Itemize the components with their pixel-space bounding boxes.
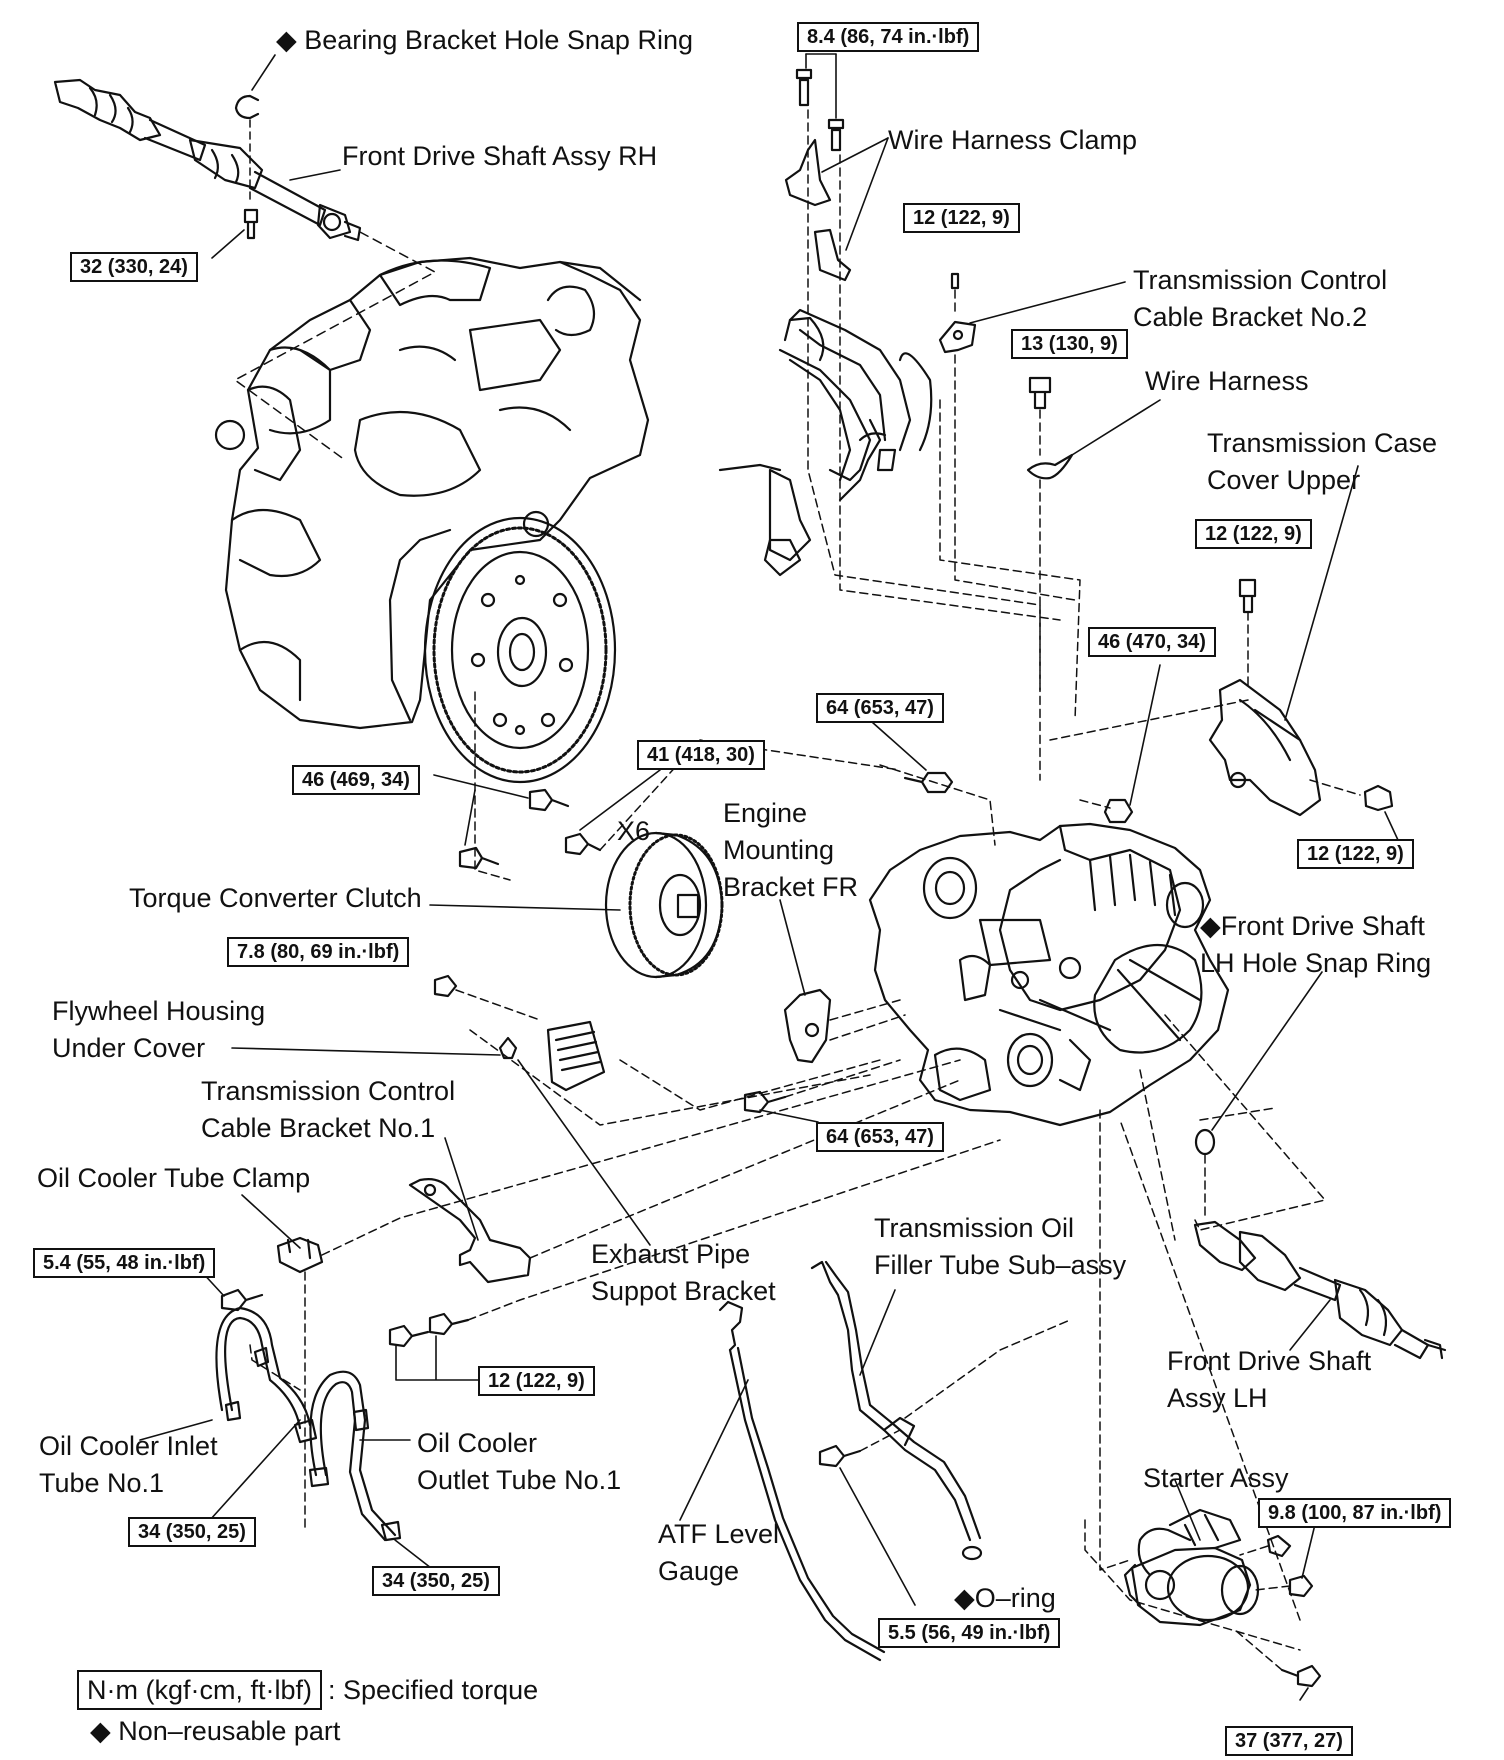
filler-tube-part [810,1260,983,1561]
torque-64-upper: 64 (653, 47) [816,693,944,723]
bolt-13-part [1026,376,1074,480]
label-exhaust-pipe-support-bracket: Exhaust Pipe Suppot Bracket [591,1239,776,1306]
torque-34-inlet: 34 (350, 25) [128,1517,256,1547]
bolt-41-part [564,832,602,856]
label-front-drive-shaft-assy-lh: Front Drive Shaft Assy LH [1167,1346,1372,1413]
torque-64-lower: 64 (653, 47) [816,1122,944,1152]
legend-unit-box: N·m (kgf·cm, ft·lbf) [77,1670,322,1710]
label-wire-harness-clamp: Wire Harness Clamp [888,125,1138,155]
engine-mounting-bracket-part [783,988,832,1064]
label-oil-cooler-inlet-tube: Oil Cooler Inlet Tube No.1 [39,1431,218,1498]
torque-8-4: 8.4 (86, 74 in.·lbf) [797,22,980,52]
torque-12-bracket-bolts: 12 (122, 9) [478,1366,595,1396]
oil-cooler-outlet-tube-part [308,1370,402,1542]
starter-assy-part [1123,1508,1260,1627]
label-bearing-bracket-snap-ring: ◆ Bearing Bracket Hole Snap Ring [276,25,693,55]
label-atf-level-gauge: ATF Level Gauge [658,1519,780,1586]
bolt-cover-part [1363,784,1394,812]
legend-torque-unit: N·m (kgf·cm, ft·lbf): Specified torque [77,1670,538,1710]
torque-12-right: 12 (122, 9) [1297,839,1414,869]
torque-converter-part [604,831,724,979]
torque-12-case-cover: 12 (122, 9) [1195,519,1312,549]
oil-cooler-tube-clamp-part [276,1236,324,1274]
bolt-64-bottom-part [743,1090,787,1114]
bolt-32-part [243,208,259,240]
torque-9-8: 9.8 (100, 87 in.·lbf) [1258,1498,1452,1528]
label-flywheel-housing-under-cover: Flywheel Housing Under Cover [52,996,266,1063]
snap-ring-rh-part [234,94,260,120]
bolt-64-top-part [903,771,954,794]
cable-bracket-no1-part [408,1178,532,1284]
torque-46-469: 46 (469, 34) [292,765,420,795]
cable-bracket-no2-part [938,272,977,354]
label-starter-assy: Starter Assy [1143,1463,1289,1493]
torque-13: 13 (130, 9) [1011,329,1128,359]
snap-ring-lh-part [1194,1128,1216,1156]
engine-block-part [214,256,650,730]
oil-cooler-inlet-tube-part [215,1306,318,1444]
label-oil-cooler-tube-clamp: Oil Cooler Tube Clamp [37,1163,311,1193]
torque-5-4: 5.4 (55, 48 in.·lbf) [33,1248,216,1278]
label-transmission-oil-filler-tube: Transmission Oil Filler Tube Sub–assy [874,1213,1127,1280]
torque-37: 37 (377, 27) [1225,1726,1353,1756]
torque-7-8: 7.8 (80, 69 in.·lbf) [227,937,410,967]
legend-unit-text: : Specified torque [327,1675,539,1705]
bolt-5-5-part [818,1444,862,1468]
flywheel-under-cover-part [433,974,606,1092]
label-transmission-control-cable-bracket-no2: Transmission Control Cable Bracket No.2 [1133,265,1388,332]
label-oil-cooler-outlet-tube: Oil Cooler Outlet Tube No.1 [417,1428,622,1495]
label-front-drive-shaft-lh-snap-ring: ◆Front Drive Shaft LH Hole Snap Ring [1200,911,1432,978]
torque-34-outlet: 34 (350, 25) [372,1566,500,1596]
transmission-case-cover-part [1208,578,1322,817]
flywheel-part [388,510,617,784]
bolt-46-469-part [458,788,570,870]
transmission-housing-part [868,822,1230,1127]
label-o-ring: ◆O–ring [954,1583,1056,1613]
torque-32: 32 (330, 24) [70,252,198,282]
torque-46-470: 46 (470, 34) [1088,627,1216,657]
atf-level-gauge-part [718,1300,886,1662]
label-torque-converter-clutch: Torque Converter Clutch [129,883,422,913]
bolt-5-4-part [220,1288,264,1312]
label-transmission-case-cover-upper: Transmission Case Cover Upper [1207,428,1438,495]
torque-41: 41 (418, 30) [637,740,765,770]
legend-nonreusable: ◆ Non–reusable part [90,1716,341,1746]
label-engine-mounting-bracket-fr: Engine Mounting Bracket FR [723,798,859,902]
torque-12-cable-bracket: 12 (122, 9) [903,203,1020,233]
front-drive-shaft-rh-part [53,78,362,242]
label-x6: X6 [617,816,651,846]
label-transmission-control-cable-bracket-no1: Transmission Control Cable Bracket No.1 [201,1076,456,1143]
bolt-46-470-part [1103,798,1134,824]
bolt-37-part [1280,1664,1322,1688]
label-wire-harness: Wire Harness [1145,366,1309,396]
label-front-drive-shaft-rh: Front Drive Shaft Assy RH [342,141,658,171]
front-drive-shaft-lh-part [1193,1220,1447,1360]
torque-5-5: 5.5 (56, 49 in.·lbf) [878,1618,1061,1648]
bolt-12-bottom-part [388,1312,470,1348]
